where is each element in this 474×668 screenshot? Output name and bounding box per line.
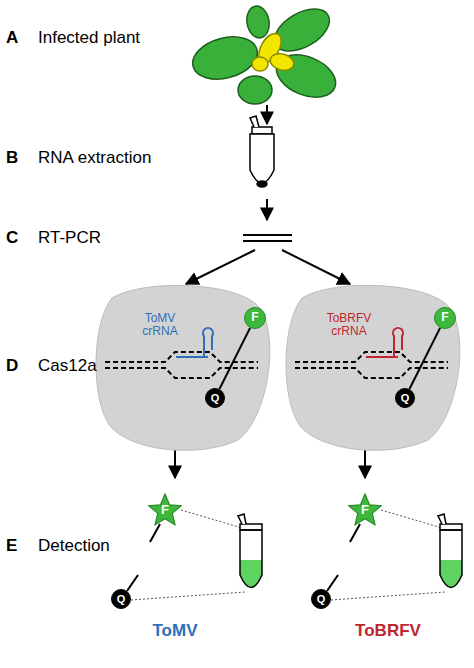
- fluorophore-star: F: [147, 492, 183, 528]
- complex-outline: [90, 278, 275, 458]
- virus-label: ToBRFV: [355, 622, 421, 639]
- flow-arrow: [282, 250, 350, 284]
- cas12a-complex: ToBRFV crRNA F Q: [280, 278, 465, 458]
- probe-letter: F: [245, 308, 265, 328]
- flow-arrow: [266, 199, 268, 220]
- quencher-circle: Q: [395, 388, 415, 408]
- fluorophore-circle: F: [244, 307, 266, 329]
- complex-outline: [280, 278, 465, 458]
- detection-right: [327, 510, 462, 600]
- fluorophore-circle: F: [434, 307, 456, 329]
- flow-arrow: [174, 450, 176, 478]
- reporter-link: [219, 328, 250, 389]
- dna-product-symbol: [243, 235, 292, 241]
- star-outline: [347, 492, 383, 528]
- crrna-label: ToMV crRNA: [136, 312, 184, 338]
- detection-left: [127, 510, 262, 600]
- step-label: Cas12a: [38, 357, 97, 374]
- step-label: RNA extraction: [38, 149, 151, 166]
- quencher-circle: Q: [205, 388, 225, 408]
- virus-label: ToMV: [152, 622, 197, 639]
- fluorophore-star: F: [347, 492, 383, 528]
- plant-illustration: [188, 0, 342, 105]
- reporter-link: [409, 328, 440, 389]
- dna-target-right: [295, 328, 448, 378]
- step-letter: D: [6, 357, 18, 374]
- probe-letter: Q: [312, 590, 330, 608]
- step-letter: A: [6, 29, 18, 46]
- step-label: Detection: [38, 537, 110, 554]
- flow-arrow: [266, 105, 268, 124]
- step-label: Infected plant: [38, 29, 140, 46]
- probe-letter: F: [435, 308, 455, 328]
- step-letter: C: [6, 229, 18, 246]
- step-label: RT-PCR: [38, 229, 101, 246]
- probe-letter: F: [347, 492, 383, 528]
- star-outline: [147, 492, 183, 528]
- probe-letter: F: [147, 492, 183, 528]
- step-letter: B: [6, 149, 18, 166]
- cas12a-complex: ToMV crRNA F Q: [90, 278, 275, 458]
- tube-illustration: [250, 116, 274, 187]
- probe-letter: Q: [396, 389, 414, 407]
- step-letter: E: [6, 537, 17, 554]
- probe-letter: Q: [112, 590, 130, 608]
- flow-arrow: [364, 450, 366, 478]
- quencher-circle: Q: [311, 589, 331, 609]
- quencher-circle: Q: [111, 589, 131, 609]
- flow-arrow: [186, 250, 255, 284]
- probe-letter: Q: [206, 389, 224, 407]
- dna-target-left: [105, 328, 258, 378]
- crrna-label: ToBRFV crRNA: [321, 312, 377, 338]
